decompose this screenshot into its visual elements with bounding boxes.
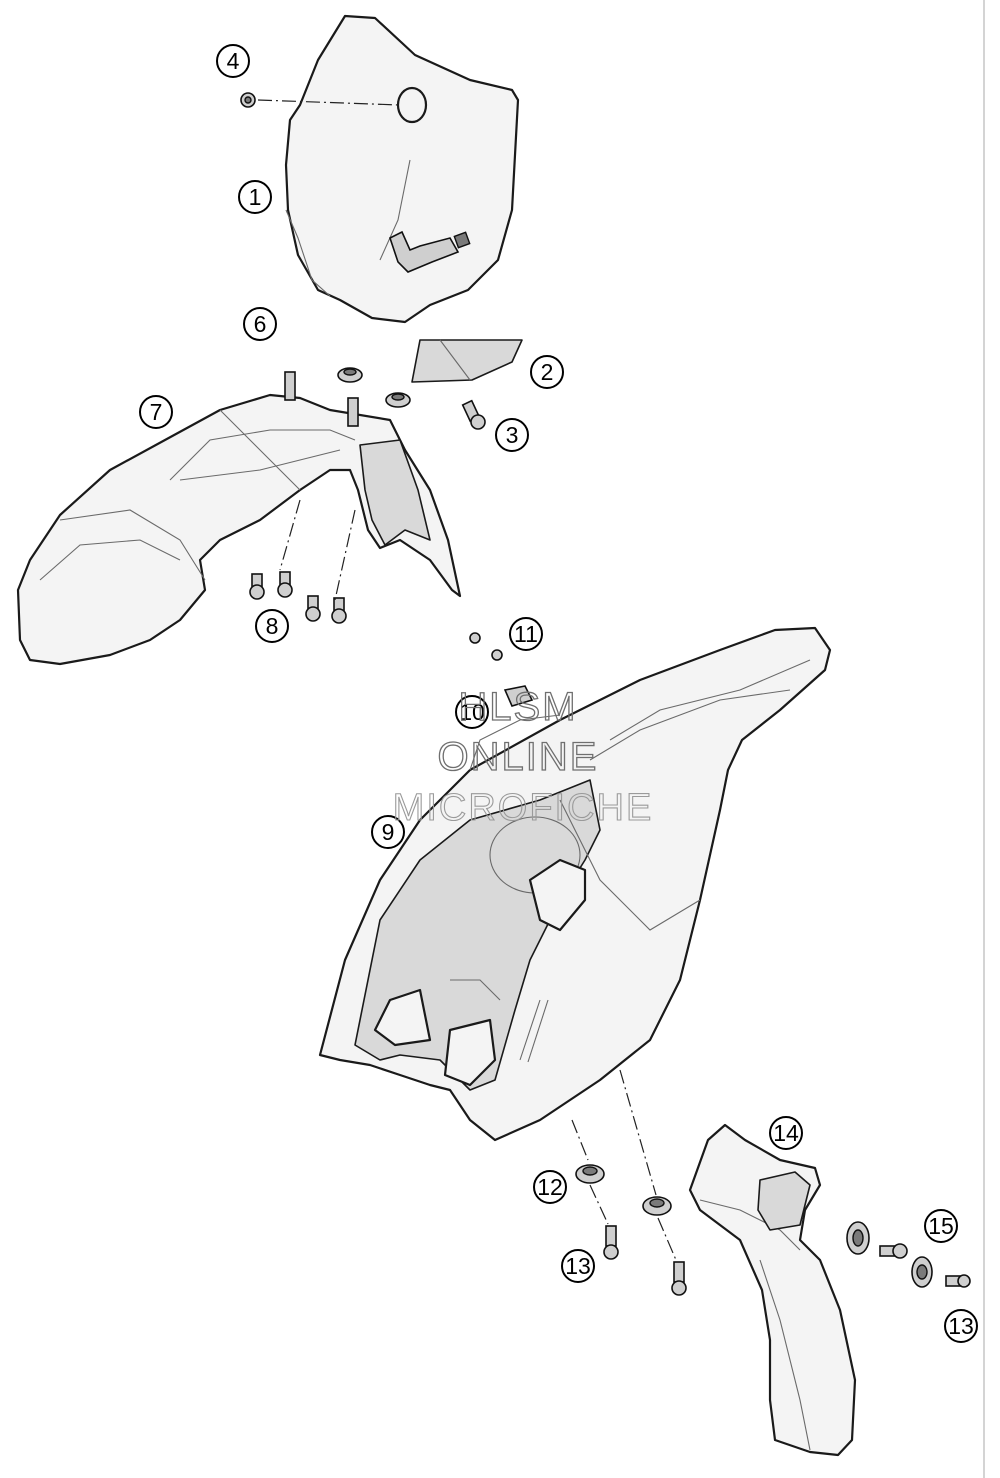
fender-grommet-left [337,367,363,383]
plate-insert [411,339,523,383]
callout-8: 8 [255,609,289,643]
callout-3: 3 [495,418,529,452]
panel-screw-2 [945,1274,971,1288]
callout-4-label: 4 [227,48,240,74]
fender-grommet-right [385,392,411,408]
callout-10: 10 [455,695,489,729]
callout-15-label: 15 [928,1213,954,1239]
callout-12-label: 12 [537,1174,563,1200]
callout-6: 6 [243,307,277,341]
rear-fender-bracket [503,685,534,707]
callout-12: 12 [533,1170,567,1204]
fender-screws [249,571,347,624]
callout-1: 1 [238,180,272,214]
callout-4: 4 [216,44,250,78]
rear-grommet-left [575,1164,605,1184]
panel-washer-2 [911,1256,933,1288]
callout-8-label: 8 [266,613,279,639]
bracket-screws [469,632,503,661]
panel-washer-1 [846,1221,870,1255]
callout-13-right: 13 [944,1309,978,1343]
number-plate [284,14,520,324]
rear-grommet-right [642,1196,672,1216]
watermark-line1: HLSM [458,685,577,729]
callout-3-label: 3 [506,422,519,448]
watermark: HLSM ONLINE MICROFICHE [392,684,654,829]
plate-screw [461,399,486,430]
plate-nut [240,92,256,108]
side-panel [688,1123,857,1457]
callout-14-label: 14 [773,1120,799,1146]
panel-screw-1 [879,1243,908,1259]
callout-13-right-label: 13 [948,1313,974,1339]
callout-13-left: 13 [561,1249,595,1283]
watermark-line3: MICROFICHE [393,787,654,829]
callout-9-label: 9 [382,819,395,845]
callout-1-label: 1 [249,184,262,210]
rear-screw-left [603,1225,619,1260]
rear-screw-right [671,1261,687,1296]
rear-fender [318,626,832,1142]
leader-lines [257,99,677,1261]
front-fender [16,371,462,666]
callout-11-label: 11 [514,621,538,647]
callout-14: 14 [769,1116,803,1150]
callout-7: 7 [139,395,173,429]
callout-11: 11 [509,617,543,651]
callout-15: 15 [924,1209,958,1243]
callout-10-label: 10 [459,699,485,725]
callout-2: 2 [530,355,564,389]
callout-2-label: 2 [541,359,554,385]
callout-9: 9 [371,815,405,849]
callout-6-label: 6 [254,311,267,337]
callout-7-label: 7 [150,399,163,425]
watermark-line2: ONLINE [438,735,599,779]
callout-13-left-label: 13 [565,1253,591,1279]
